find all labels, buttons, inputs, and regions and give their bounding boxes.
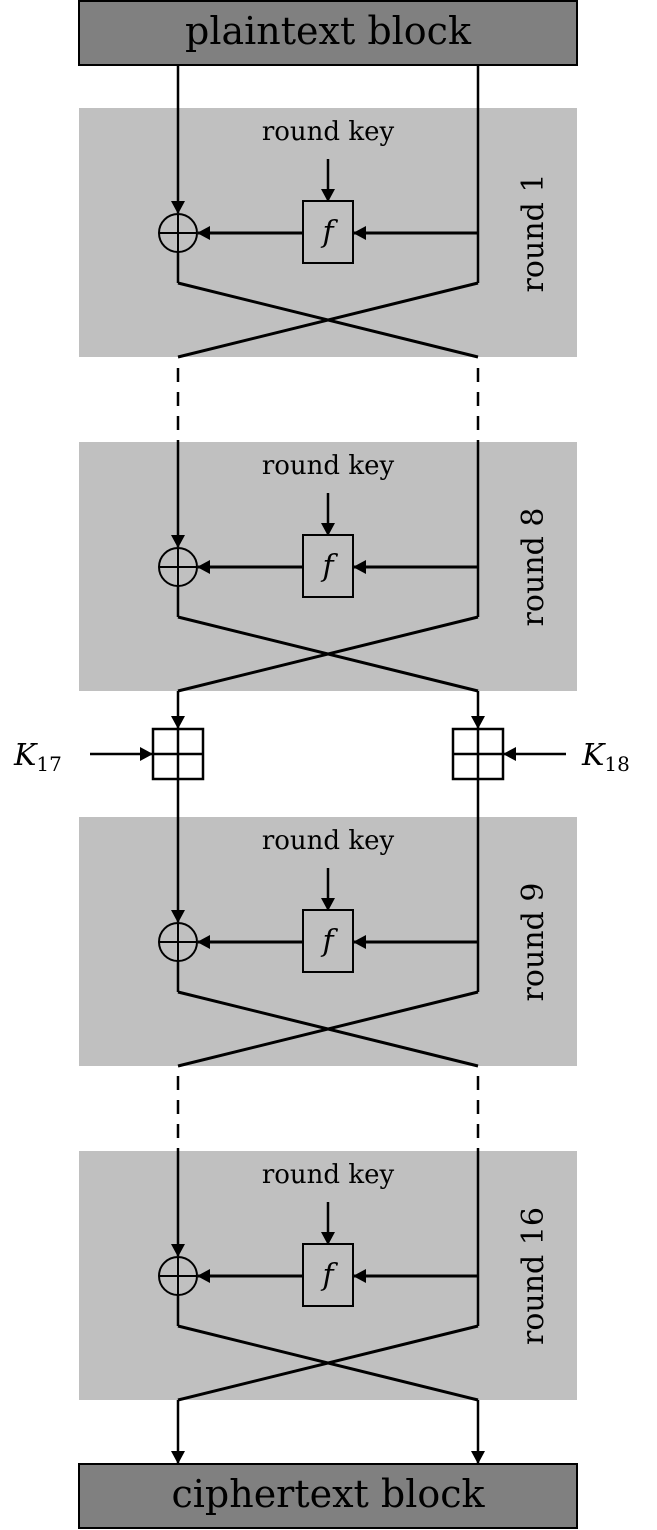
k17-label: K17: [13, 738, 62, 776]
round-1: round key f round 1: [79, 65, 577, 359]
round-1-label: round 1: [516, 174, 551, 293]
plaintext-block: plaintext block: [78, 0, 578, 66]
round-1-swap-line-b: [177, 281, 479, 359]
round-9-key-label: round key: [262, 826, 395, 856]
round-16-swap-line-b: [177, 1324, 479, 1402]
round-8-f-box: [302, 534, 354, 598]
whitening-stage: K17 K18: [13, 691, 630, 781]
omitted-rounds-connector-1: [176, 368, 480, 442]
round-1-f-box: [302, 200, 354, 264]
round-16-xor-icon: [158, 1256, 198, 1296]
round-1-key-label: round key: [262, 117, 395, 147]
round-8-xor-icon: [158, 547, 198, 587]
round-1-xor-icon: [158, 213, 198, 253]
round-16-label: round 16: [516, 1207, 551, 1345]
round-16-key-label: round key: [262, 1160, 395, 1190]
ciphertext-block-label: ciphertext block: [171, 1472, 485, 1516]
k18-label: K18: [581, 738, 630, 776]
round-9: round key f round 9: [79, 779, 577, 1068]
round-8: round key f round 8: [79, 442, 577, 693]
round-9-swap-line-b: [177, 990, 479, 1068]
plaintext-block-label: plaintext block: [185, 9, 472, 53]
omitted-rounds-connector-2: [176, 1076, 480, 1151]
round-16: round key f round 16: [79, 1151, 577, 1402]
round-8-swap-line-b: [177, 615, 479, 693]
round-9-xor-icon: [158, 922, 198, 962]
k17-modular-add-icon: [151, 727, 205, 781]
round-9-label: round 9: [516, 883, 551, 1002]
ciphertext-block: ciphertext block: [78, 1463, 578, 1529]
round-8-label: round 8: [516, 508, 551, 627]
round-8-key-label: round key: [262, 451, 395, 481]
k18-modular-add-icon: [451, 727, 505, 781]
